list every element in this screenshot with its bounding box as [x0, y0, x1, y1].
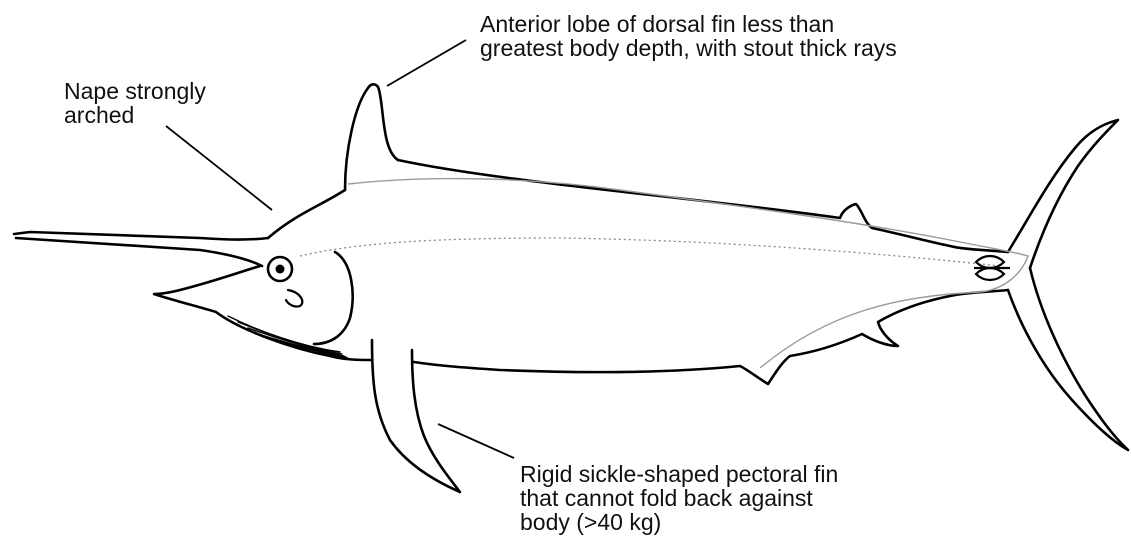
leader-dorsal	[387, 40, 466, 86]
belly-outline	[414, 290, 1008, 384]
label-pectoral-line1: Rigid sickle-shaped pectoral fin	[520, 462, 838, 486]
eye-icon	[268, 257, 292, 281]
throat-striations	[228, 316, 348, 358]
label-pectoral-line2: that cannot fold back against	[520, 486, 838, 510]
lower-jaw	[154, 266, 372, 360]
caudal-keels	[974, 256, 1010, 280]
tail-upper-lobe	[1008, 120, 1118, 268]
leader-nape	[166, 126, 272, 210]
label-nape-line1: Nape strongly	[64, 79, 206, 103]
leader-pectoral	[438, 424, 514, 458]
tail-lower-lobe	[1008, 268, 1128, 450]
bill	[14, 232, 268, 266]
label-dorsal-line2: greatest body depth, with stout thick ra…	[480, 36, 897, 60]
dorsal-fin	[345, 84, 398, 190]
label-nape-line2: arched	[64, 103, 206, 127]
label-nape: Nape strongly arched	[64, 79, 206, 127]
midline-dotted	[300, 238, 1000, 266]
label-pectoral-fin: Rigid sickle-shaped pectoral fin that ca…	[520, 462, 838, 534]
label-dorsal-line1: Anterior lobe of dorsal fin less than	[480, 12, 897, 36]
gill-cover	[314, 252, 353, 344]
nape-outline	[268, 190, 345, 238]
mouth-curl	[286, 290, 302, 307]
label-dorsal-fin: Anterior lobe of dorsal fin less than gr…	[480, 12, 897, 60]
label-pectoral-line3: body (>40 kg)	[520, 510, 838, 534]
lateral-line-upper	[348, 179, 1028, 368]
